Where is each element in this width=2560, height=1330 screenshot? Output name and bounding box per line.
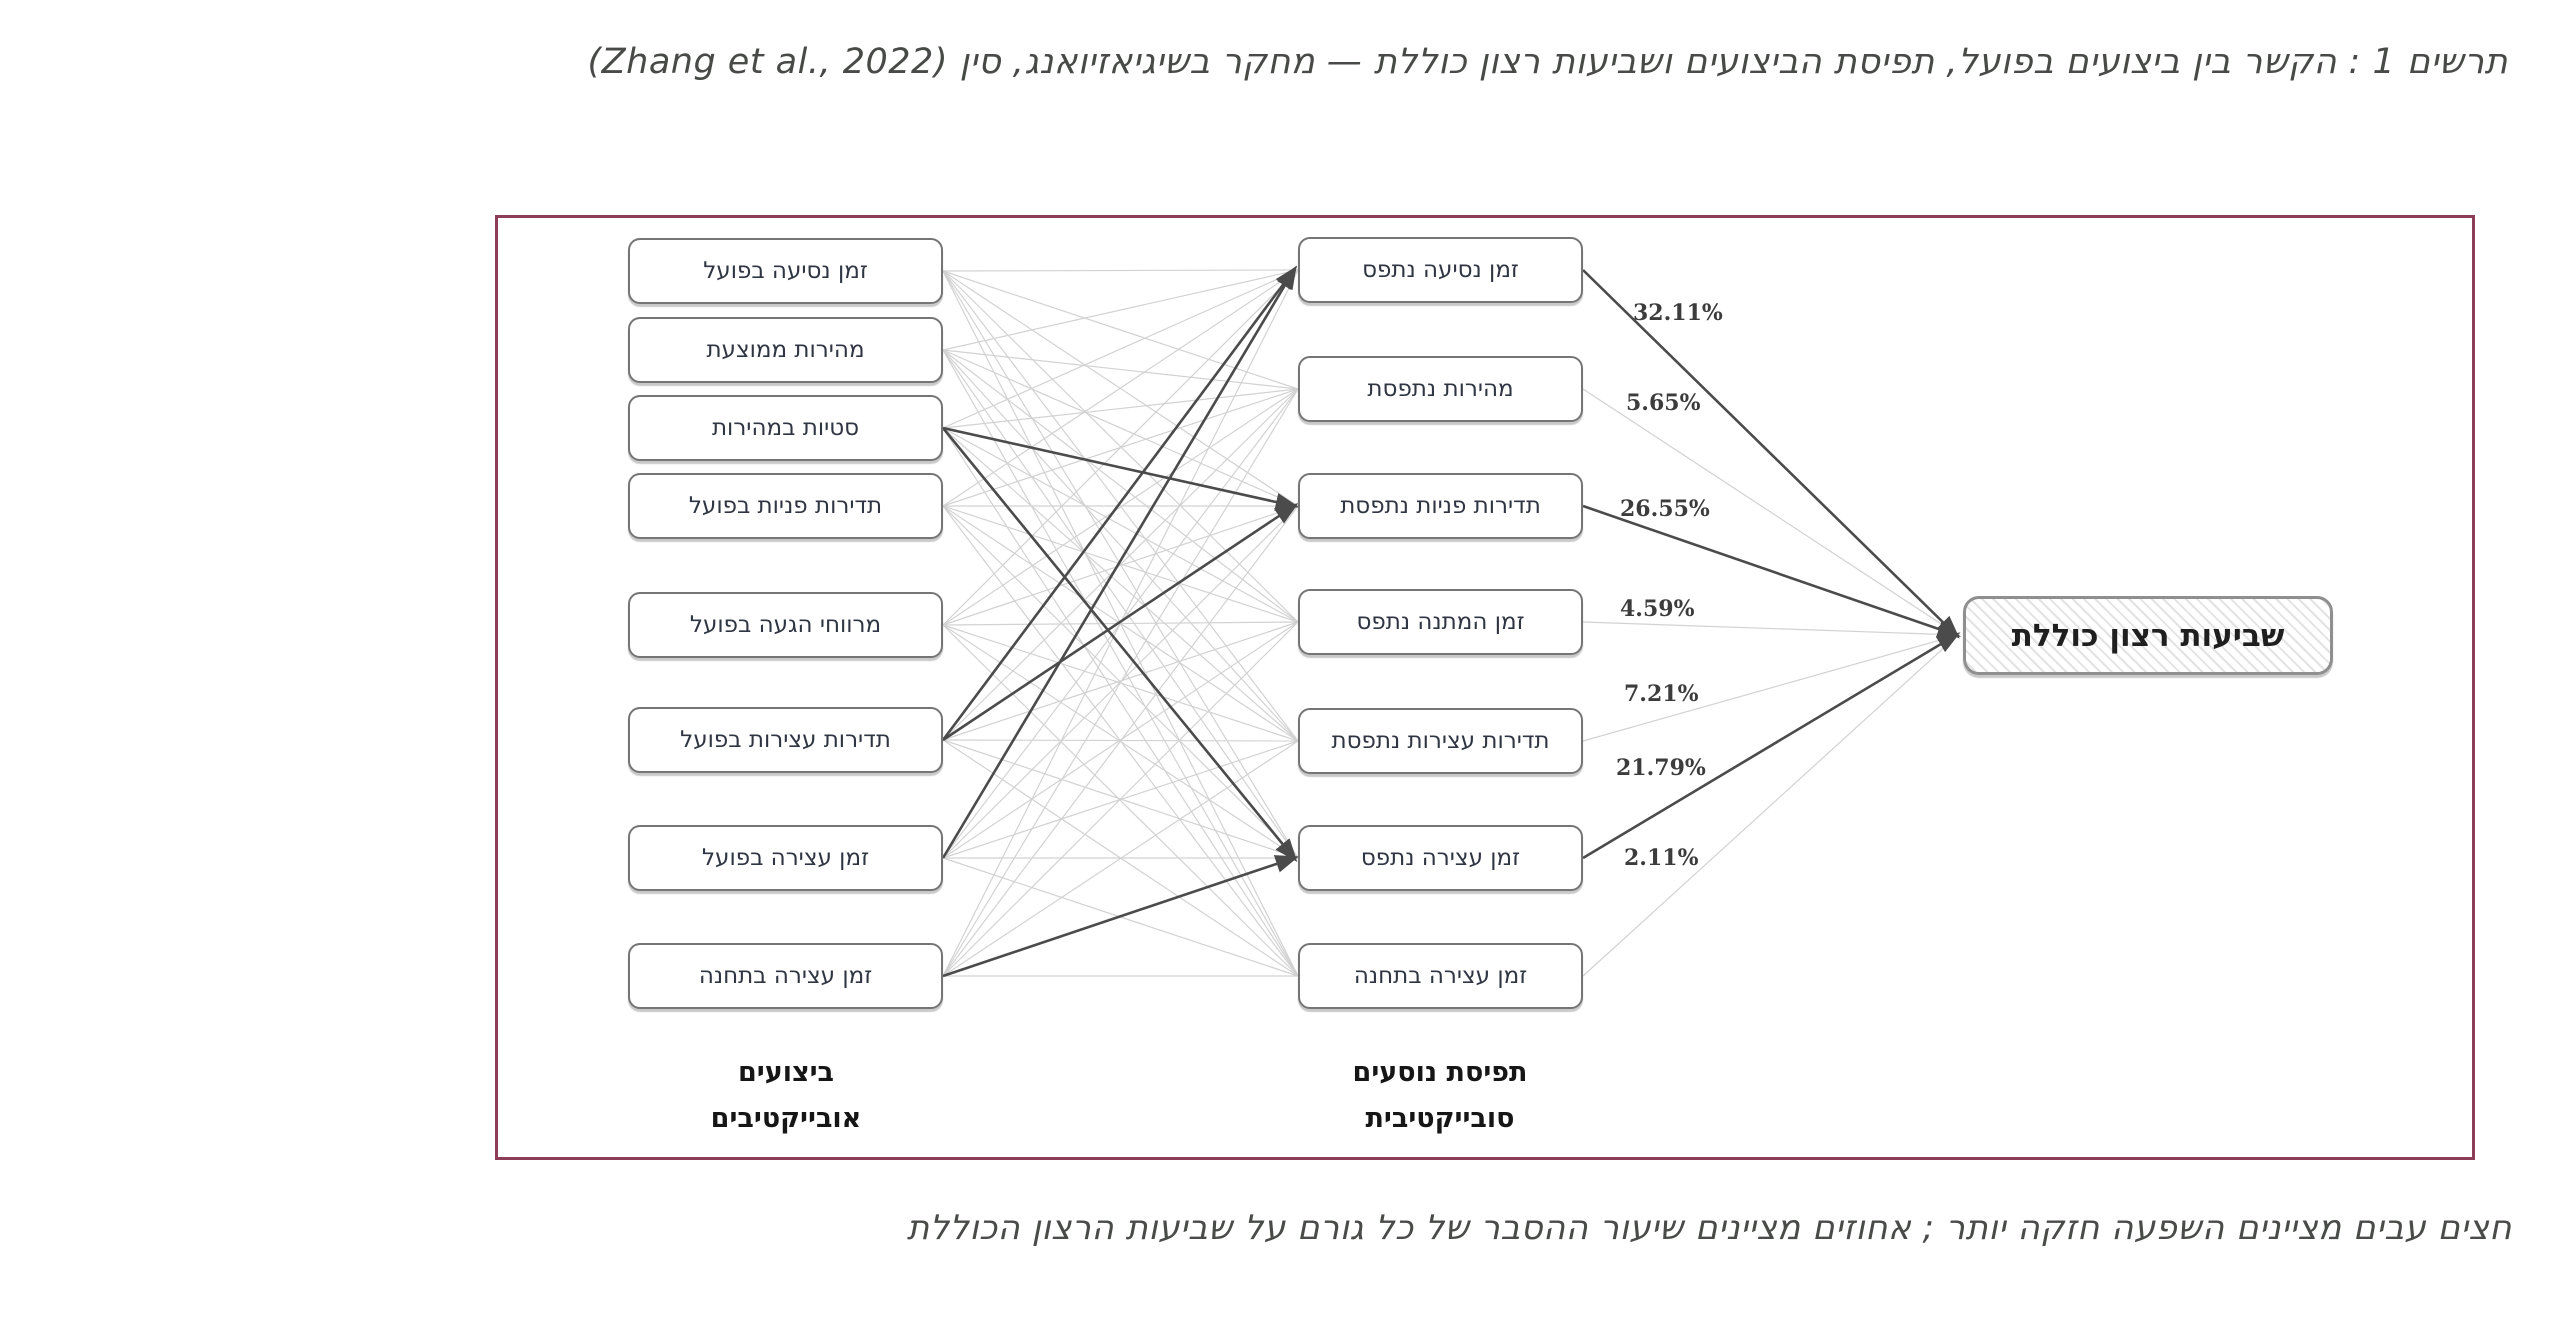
- connection-lines: [941, 265, 1961, 978]
- middle-column-label-line2: סובייקטיבית: [1365, 1103, 1515, 1134]
- middle-node-2: מהירות נתפסת: [1298, 356, 1583, 422]
- middle-node-5: תדירות עצירות נתפסת: [1298, 708, 1583, 774]
- percent-label-6: 21.79%: [1616, 755, 1706, 781]
- left-node-6: תדירות עצירות בפועל: [628, 707, 943, 773]
- left-node-1: זמן נסיעה בפועל: [628, 238, 943, 304]
- left-node-2: מהירות ממוצעת: [628, 317, 943, 383]
- percent-label-1: 32.11%: [1633, 300, 1723, 326]
- left-node-8: זמן עצירה בתחנה: [628, 943, 943, 1009]
- percent-label-3: 26.55%: [1620, 496, 1710, 522]
- middle-node-6: זמן עצירה נתפס: [1298, 825, 1583, 891]
- left-column-label: ביצועים אובייקטיבים: [576, 1050, 996, 1142]
- middle-node-7: זמן עצירה בתחנה: [1298, 943, 1583, 1009]
- middle-column-label-line1: תפיסת נוסעים: [1352, 1057, 1528, 1088]
- middle-node-4: זמן המתנה נתפס: [1298, 589, 1583, 655]
- percent-label-7: 2.11%: [1624, 845, 1699, 871]
- figure-caption: חצים עבים מציינים השפעה חזקה יותר ; אחוז…: [906, 1208, 2512, 1248]
- middle-node-1: זמן נסיעה נתפס: [1298, 237, 1583, 303]
- diagram-frame: זמן נסיעה בפועל מהירות ממוצעת סטיות במהי…: [495, 215, 2475, 1160]
- middle-node-3: תדירות פניות נתפסת: [1298, 473, 1583, 539]
- left-column-label-line1: ביצועים: [737, 1057, 835, 1088]
- percent-label-2: 5.65%: [1626, 390, 1701, 416]
- middle-column-label: תפיסת נוסעים סובייקטיבית: [1230, 1050, 1650, 1142]
- left-node-7: זמן עצירה בפועל: [628, 825, 943, 891]
- percent-label-4: 4.59%: [1620, 596, 1695, 622]
- overall-satisfaction-node: שביעות רצון כוללת: [1963, 596, 2333, 675]
- left-node-4: תדירות פניות בפועל: [628, 473, 943, 539]
- left-node-5: מרווחי הגעה בפועל: [628, 592, 943, 658]
- percent-label-5: 7.21%: [1624, 681, 1699, 707]
- left-node-3: סטיות במהירות: [628, 395, 943, 461]
- figure-title: תרשים 1 : הקשר בין ביצועים בפועל, תפיסת …: [587, 42, 2508, 82]
- left-column-label-line2: אובייקטיבים: [710, 1103, 862, 1134]
